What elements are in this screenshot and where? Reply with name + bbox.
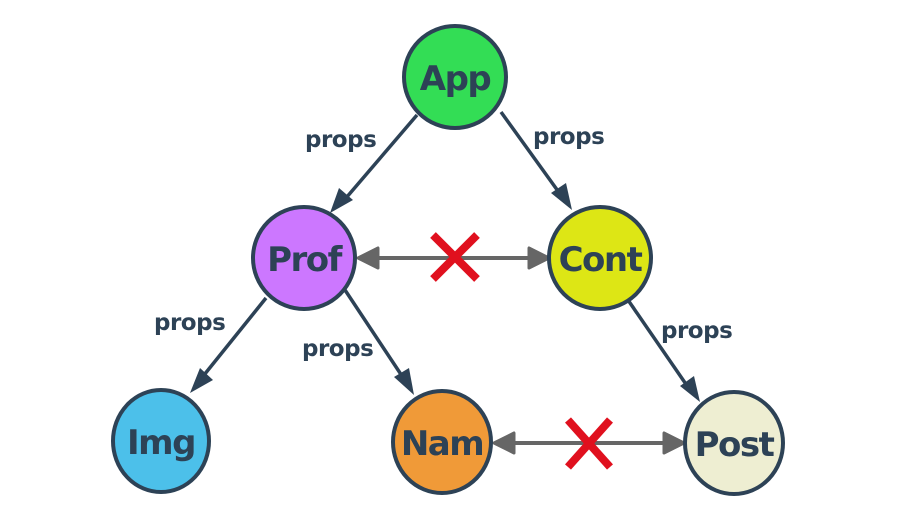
edge-label-app-cont: props — [533, 124, 604, 150]
node-nam-circle — [391, 389, 493, 495]
edge-label-app-prof: props — [305, 127, 376, 153]
node-img-label: Img — [127, 423, 195, 463]
arrowhead-app-cont — [551, 183, 572, 210]
node-cont-label: Cont — [559, 240, 643, 280]
node-cont[interactable]: Cont — [547, 205, 653, 311]
node-post[interactable]: Post — [683, 390, 785, 496]
edges — [190, 110, 700, 402]
node-img[interactable]: Img — [111, 388, 211, 494]
cross-icon — [430, 232, 480, 282]
edge-label-cont-post: props — [661, 318, 732, 344]
node-app-label: App — [420, 59, 491, 99]
cross-icon — [565, 417, 613, 470]
edge-cont-post — [626, 299, 692, 391]
node-nam-label: Nam — [401, 424, 483, 464]
edge-app-prof — [338, 113, 419, 207]
node-post-label: Post — [695, 425, 775, 465]
node-img-circle — [111, 388, 211, 494]
edge-prof-nam — [343, 289, 408, 383]
arrowhead-right-nam-post — [662, 431, 686, 455]
node-nam[interactable]: Nam — [391, 389, 493, 495]
edge-label-prof-img: props — [154, 310, 225, 336]
node-prof[interactable]: Prof — [251, 205, 357, 311]
node-post-circle — [683, 390, 785, 496]
node-prof-circle — [251, 205, 357, 311]
node-prof-label: Prof — [267, 240, 344, 280]
arrowhead-prof-img — [190, 368, 213, 393]
arrowhead-prof-nam — [394, 368, 414, 395]
edge-label-prof-nam: props — [302, 336, 373, 362]
edge-labels: props props props props props — [154, 124, 733, 362]
arrowhead-right-prof-cont — [527, 246, 551, 270]
edge-app-cont — [499, 110, 565, 200]
node-cont-circle — [547, 205, 653, 311]
edge-prof-img — [198, 296, 268, 382]
arrowhead-left-prof-cont — [356, 246, 380, 270]
arrowhead-left-nam-post — [492, 431, 516, 455]
blocked-edges — [356, 232, 686, 470]
node-app-circle — [402, 24, 508, 130]
node-app[interactable]: App — [402, 24, 508, 130]
arrowhead-cont-post — [680, 376, 700, 402]
arrowhead-app-prof — [330, 188, 353, 213]
